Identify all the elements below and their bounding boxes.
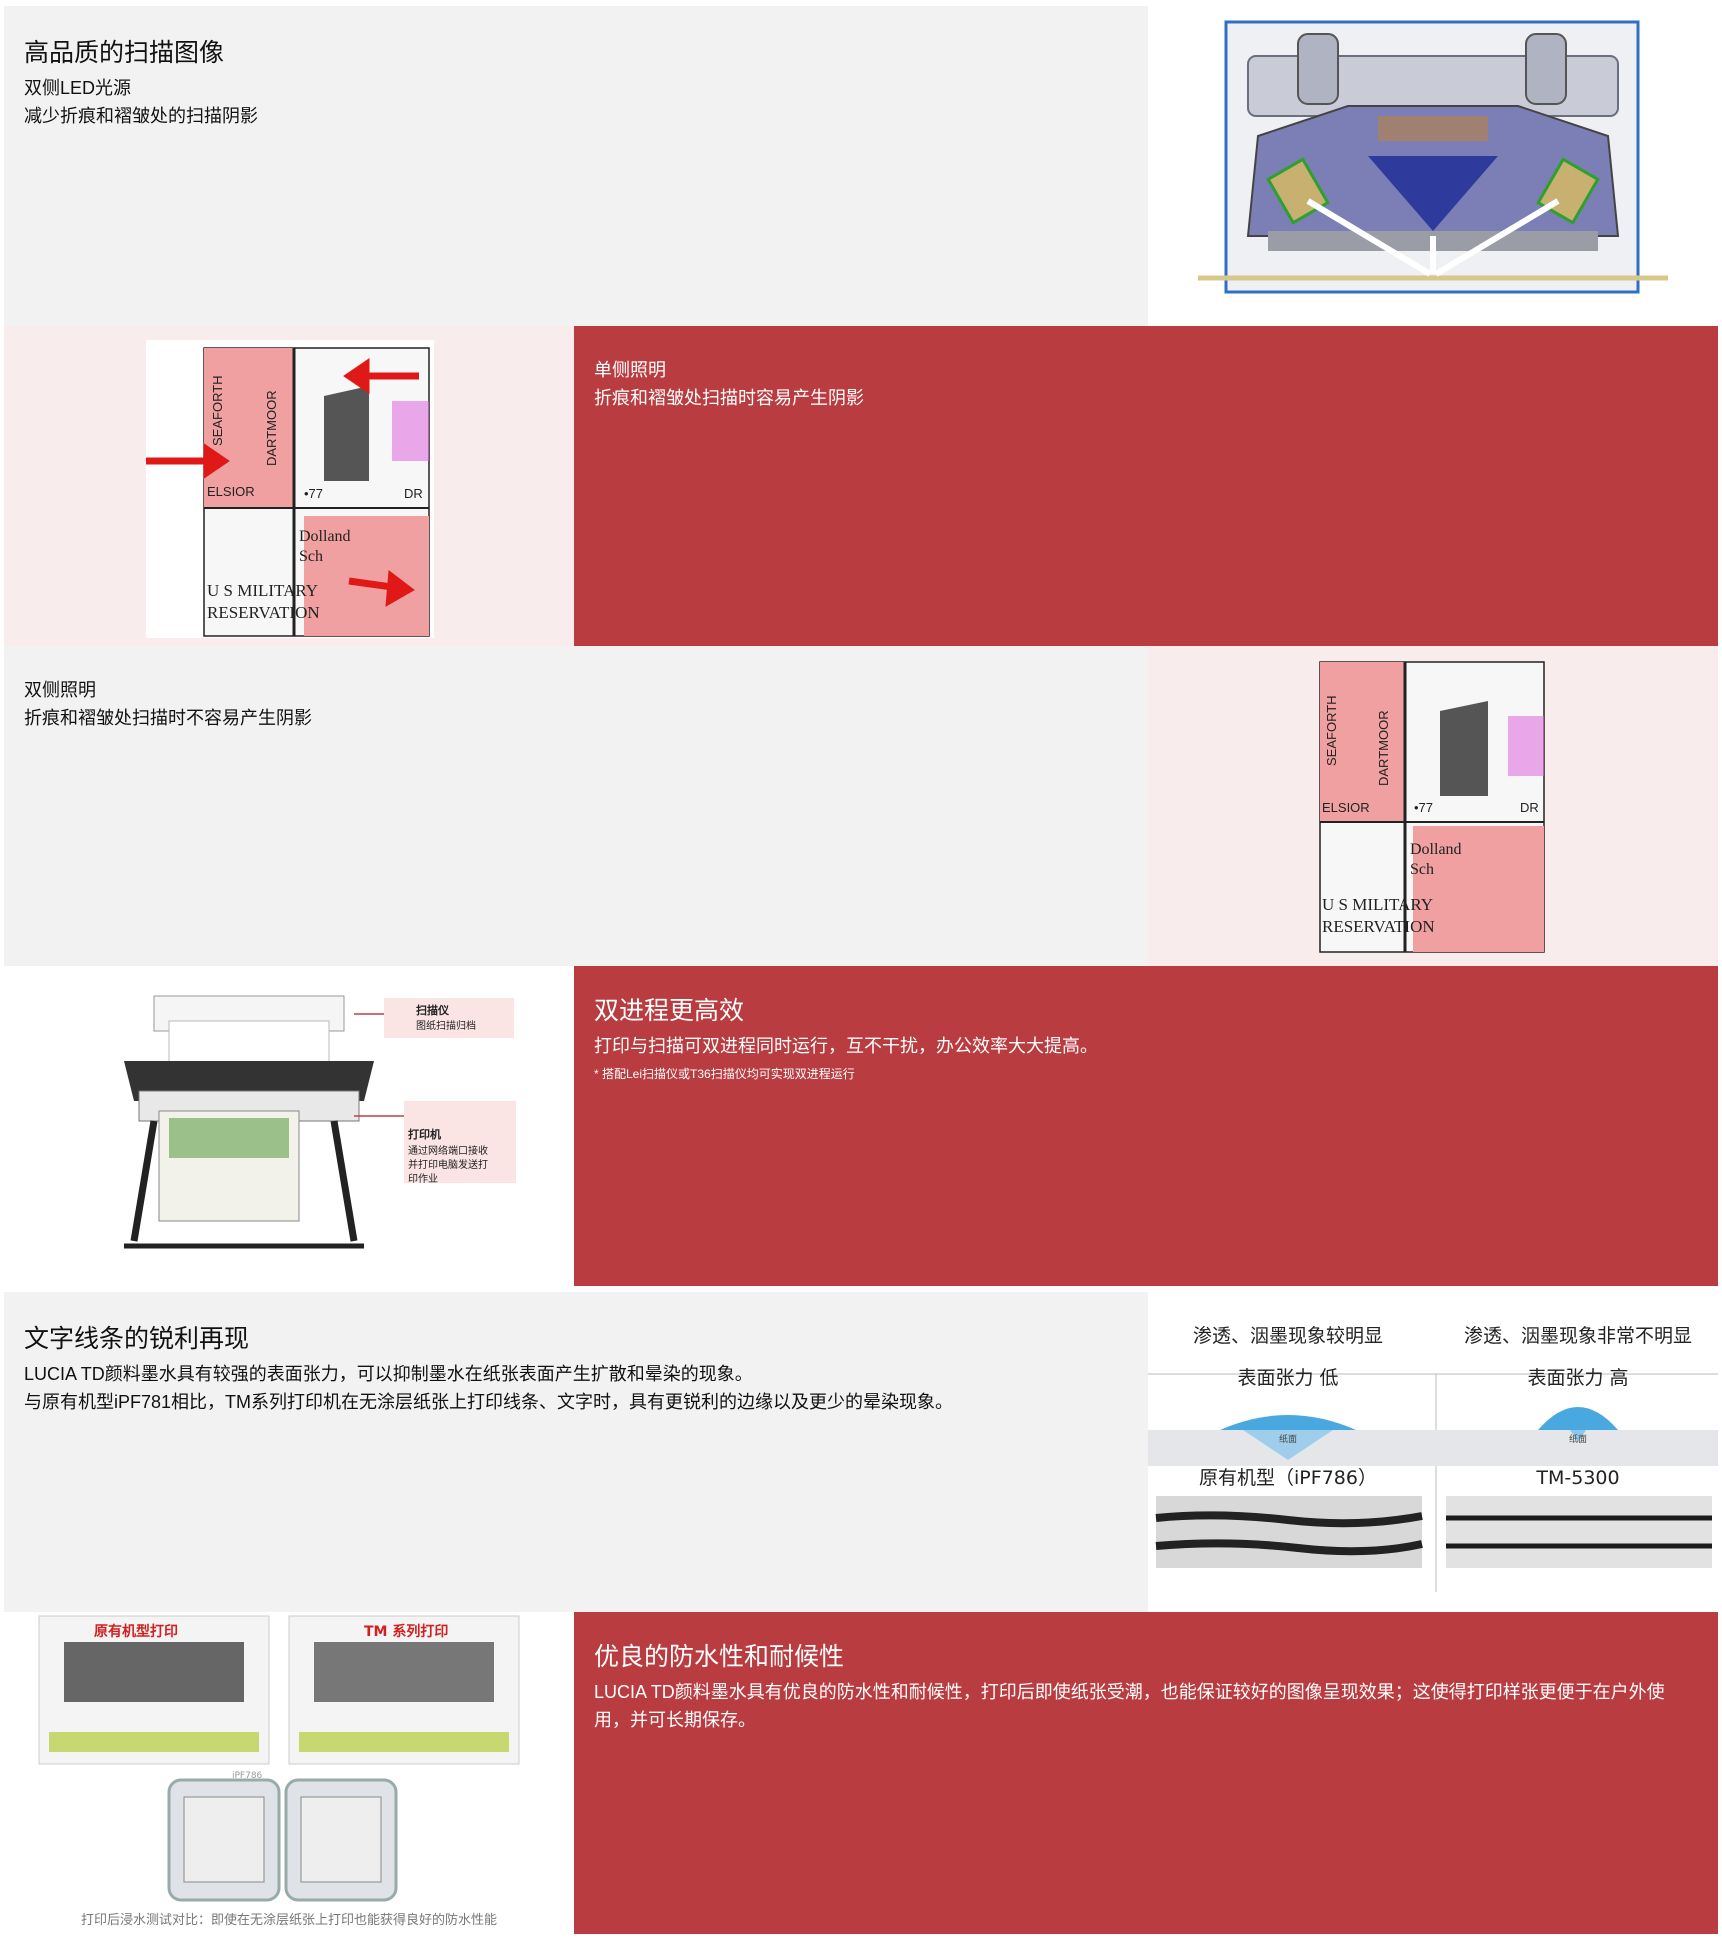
map2-label-number: •77	[1414, 800, 1433, 815]
text-compare-ipf: 与原有机型iPF781相比，TM系列打印机在无涂层纸张上打印线条、文字时，具有更…	[24, 1392, 954, 1412]
text-panel-dual-process: 双进程更高效 打印与扫描可双进程同时运行，互不干扰，办公效率大大提高。 * 搭配…	[574, 966, 1718, 1286]
text-panel-dual-side: 双侧照明 折痕和褶皱处扫描时不容易产生阴影	[4, 646, 1148, 966]
text-panel-sharp-lines: 文字线条的锐利再现 LUCIA TD颜料墨水具有较强的表面张力，可以抑制墨水在纸…	[4, 1292, 1148, 1612]
callout-printer-desc3: 印作业	[408, 1173, 438, 1185]
text-dual-process: 打印与扫描可双进程同时运行，互不干扰，办公效率大大提高。	[594, 1036, 1098, 1056]
text-panel-single-side: 单侧照明 折痕和褶皱处扫描时容易产生阴影	[574, 326, 1718, 646]
text-waterproof: LUCIA TD颜料墨水具有优良的防水性和耐候性，打印后即使纸张受潮，也能保证较…	[594, 1682, 1665, 1730]
section-title-waterproof: 优良的防水性和耐候性	[594, 1643, 845, 1671]
img-sub-label: iPF786	[232, 1771, 263, 1781]
map-label-school1: Dolland	[299, 528, 351, 545]
map-label-number: •77	[304, 486, 323, 501]
callout-printer-desc2: 并打印电脑发送打	[408, 1158, 488, 1171]
compare-right-tension: 表面张力 高	[1527, 1367, 1628, 1389]
img-label-left: 原有机型打印	[94, 1623, 178, 1640]
map2-label-school1: Dolland	[1410, 841, 1462, 858]
text-surface-tension: LUCIA TD颜料墨水具有较强的表面张力，可以抑制墨水在纸张表面产生扩散和晕染…	[24, 1364, 753, 1384]
text-dual-side: 双侧照明	[24, 680, 96, 700]
map-label-street3: ELSIOR	[207, 484, 255, 499]
row-sharp-lines: 文字线条的锐利再现 LUCIA TD颜料墨水具有较强的表面张力，可以抑制墨水在纸…	[4, 1292, 1718, 1612]
section-title-sharp-lines: 文字线条的锐利再现	[24, 1325, 250, 1353]
callout-scanner-desc: 图纸扫描归档	[416, 1019, 476, 1032]
image-panel-single-side: SEAFORTH DARTMOOR ELSIOR •77 DR Dolland …	[4, 326, 574, 646]
text-panel-high-quality: 高品质的扫描图像 双侧LED光源 减少折痕和褶皱处的扫描阴影	[4, 6, 1148, 326]
image-panel-led-diagram	[1148, 6, 1718, 326]
compare-right-head: 渗透、洇墨现象非常不明显	[1464, 1325, 1692, 1347]
surface-tension-comparison: 渗透、洇墨现象较明显 渗透、洇墨现象非常不明显 表面张力 低 表面张力 高 纸面…	[1148, 1325, 1718, 1592]
compare-paper-right: 纸面	[1569, 1433, 1587, 1445]
map2-label-mil1: U S MILITARY	[1322, 895, 1433, 914]
text-dual-side-desc: 折痕和褶皱处扫描时不容易产生阴影	[24, 708, 312, 728]
row-dual-side-light: 双侧照明 折痕和褶皱处扫描时不容易产生阴影 SEAFORTH DARTMOOR …	[4, 646, 1718, 966]
callout-printer-desc1: 通过网络端口接收	[408, 1144, 488, 1157]
row-high-quality-scan: 高品质的扫描图像 双侧LED光源 减少折痕和褶皱处的扫描阴影	[4, 6, 1718, 326]
map-scan-dual-side: SEAFORTH DARTMOOR ELSIOR •77 DR Dolland …	[1319, 661, 1545, 953]
section-title-dual-process: 双进程更高效	[594, 997, 745, 1025]
image-panel-waterproof: 原有机型打印 TM 系列打印 iPF786 打印后浸水测试对比：即使在无涂层纸张…	[4, 1612, 574, 1934]
text-dual-led: 双侧LED光源	[24, 78, 132, 98]
dual-led-scanner-diagram	[1198, 20, 1668, 294]
row-single-side-light: SEAFORTH DARTMOOR ELSIOR •77 DR Dolland …	[4, 326, 1718, 646]
image-panel-printer: 扫描仪 图纸扫描归档 打印机 通过网络端口接收 并打印电脑发送打 印作业	[4, 966, 574, 1286]
map-label-mil1: U S MILITARY	[207, 581, 318, 600]
printer-scanner-illustration: 扫描仪 图纸扫描归档 打印机 通过网络端口接收 并打印电脑发送打 印作业	[124, 995, 516, 1249]
map2-label-school2: Sch	[1410, 861, 1434, 878]
map2-label-mil2: RESERVATION	[1322, 917, 1435, 936]
text-single-side: 单侧照明	[594, 360, 666, 380]
image-panel-dual-side: SEAFORTH DARTMOOR ELSIOR •77 DR Dolland …	[1148, 646, 1718, 966]
row-dual-process: 扫描仪 图纸扫描归档 打印机 通过网络端口接收 并打印电脑发送打 印作业 双进程…	[4, 966, 1718, 1286]
map-scan-single-side: SEAFORTH DARTMOOR ELSIOR •77 DR Dolland …	[146, 340, 434, 638]
text-dual-process-note: * 搭配Lei扫描仪或T36扫描仪均可实现双进程运行	[594, 1067, 855, 1081]
map2-label-street3: ELSIOR	[1322, 800, 1370, 815]
waterproof-test-illustration: 原有机型打印 TM 系列打印 iPF786 打印后浸水测试对比：即使在无涂层纸张…	[38, 1615, 520, 1928]
map2-label-street2: DARTMOOR	[1376, 710, 1391, 786]
map2-label-street1: SEAFORTH	[1324, 695, 1339, 766]
map-label-school2: Sch	[299, 548, 323, 565]
map-label-street1: SEAFORTH	[210, 375, 225, 446]
row-waterproof: 原有机型打印 TM 系列打印 iPF786 打印后浸水测试对比：即使在无涂层纸张…	[4, 1612, 1718, 1934]
map-label-dr: DR	[404, 486, 423, 501]
image-panel-tension-compare: 渗透、洇墨现象较明显 渗透、洇墨现象非常不明显 表面张力 低 表面张力 高 纸面…	[1148, 1292, 1718, 1612]
compare-left-model: 原有机型（iPF786）	[1199, 1467, 1377, 1489]
map-label-mil2: RESERVATION	[207, 603, 320, 622]
compare-paper-left: 纸面	[1279, 1433, 1297, 1445]
compare-left-tension: 表面张力 低	[1237, 1367, 1338, 1389]
map-label-street2: DARTMOOR	[264, 390, 279, 466]
text-single-side-desc: 折痕和褶皱处扫描时容易产生阴影	[594, 388, 864, 408]
compare-right-model: TM-5300	[1535, 1467, 1619, 1489]
callout-printer-title: 打印机	[408, 1127, 441, 1141]
section-title-high-quality: 高品质的扫描图像	[24, 39, 225, 67]
text-reduce-shadow: 减少折痕和褶皱处的扫描阴影	[24, 106, 258, 126]
map2-label-dr: DR	[1520, 800, 1539, 815]
compare-left-head: 渗透、洇墨现象较明显	[1193, 1325, 1383, 1347]
img-label-right: TM 系列打印	[364, 1623, 448, 1640]
callout-scanner-title: 扫描仪	[416, 1003, 450, 1017]
text-panel-waterproof: 优良的防水性和耐候性 LUCIA TD颜料墨水具有优良的防水性和耐候性，打印后即…	[574, 1612, 1718, 1934]
waterproof-caption: 打印后浸水测试对比：即使在无涂层纸张上打印也能获得良好的防水性能	[81, 1912, 497, 1928]
